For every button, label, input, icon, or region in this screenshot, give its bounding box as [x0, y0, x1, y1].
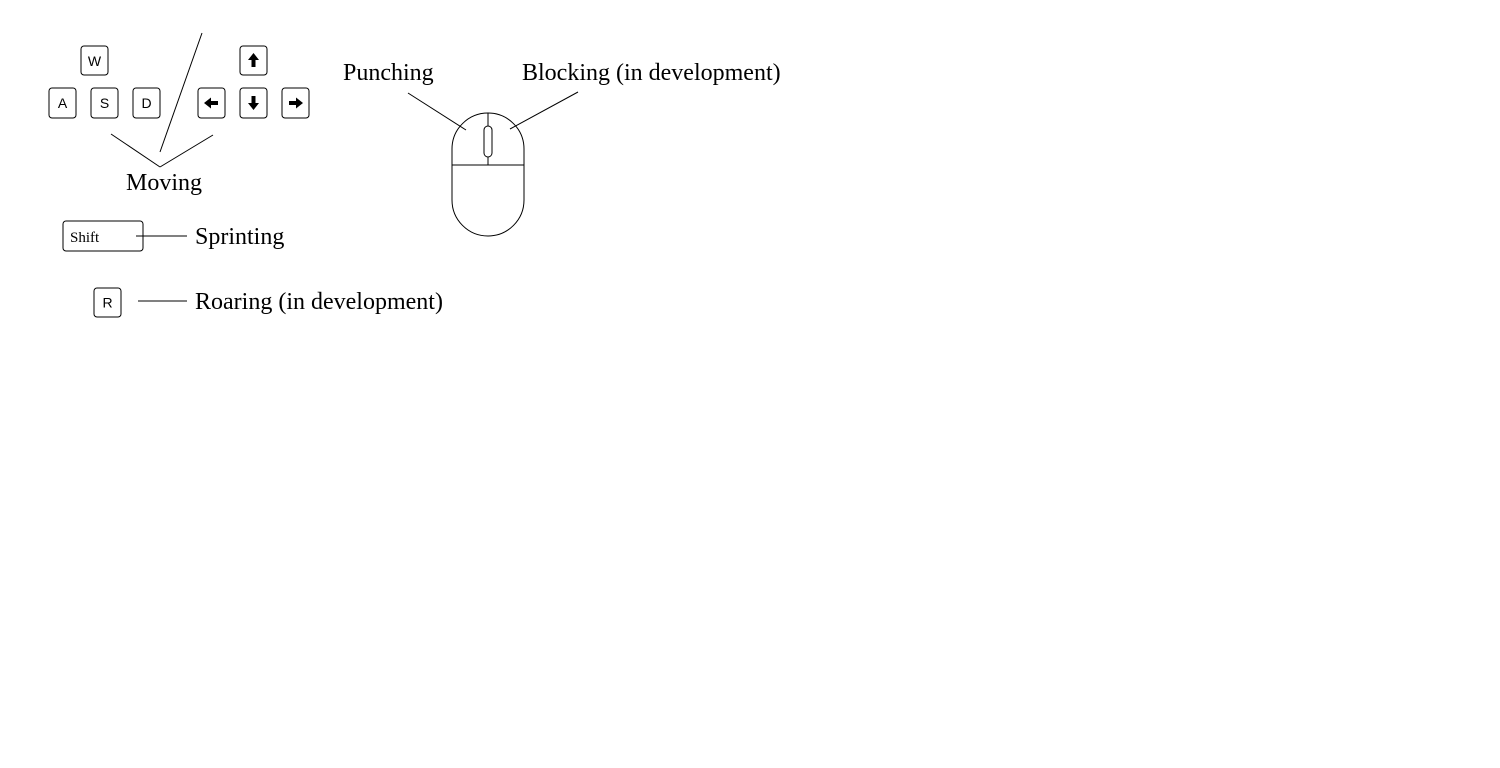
key-shift: Shift — [62, 220, 144, 252]
moving-label: Moving — [126, 170, 202, 196]
arrow-right-icon — [289, 97, 303, 109]
key-arrow-right — [281, 87, 310, 119]
key-r: R — [93, 287, 122, 318]
punching-label: Punching — [343, 60, 434, 86]
key-w: W — [80, 45, 109, 76]
key-arrow-down — [239, 87, 268, 119]
key-w-label: W — [88, 53, 102, 69]
key-r-label: R — [102, 295, 112, 311]
key-d: D — [132, 87, 161, 119]
sprinting-label: Sprinting — [195, 224, 284, 250]
blocking-connector — [509, 91, 579, 130]
key-s: S — [90, 87, 119, 119]
arrow-up-icon — [248, 53, 259, 67]
roaring-label: Roaring (in development) — [195, 289, 443, 315]
key-shift-label: Shift — [70, 230, 100, 246]
key-a: A — [48, 87, 77, 119]
scroll-wheel-icon — [483, 125, 493, 158]
mouse-icon — [451, 112, 525, 237]
blocking-label: Blocking (in development) — [522, 60, 781, 86]
arrow-down-icon — [248, 96, 259, 110]
key-arrow-up — [239, 45, 268, 76]
arrow-left-icon — [204, 97, 218, 109]
key-d-label: D — [141, 95, 151, 111]
punching-connector — [407, 92, 467, 131]
key-arrow-left — [197, 87, 226, 119]
moving-connector — [110, 32, 214, 168]
key-a-label: A — [58, 95, 68, 111]
key-s-label: S — [100, 95, 109, 111]
